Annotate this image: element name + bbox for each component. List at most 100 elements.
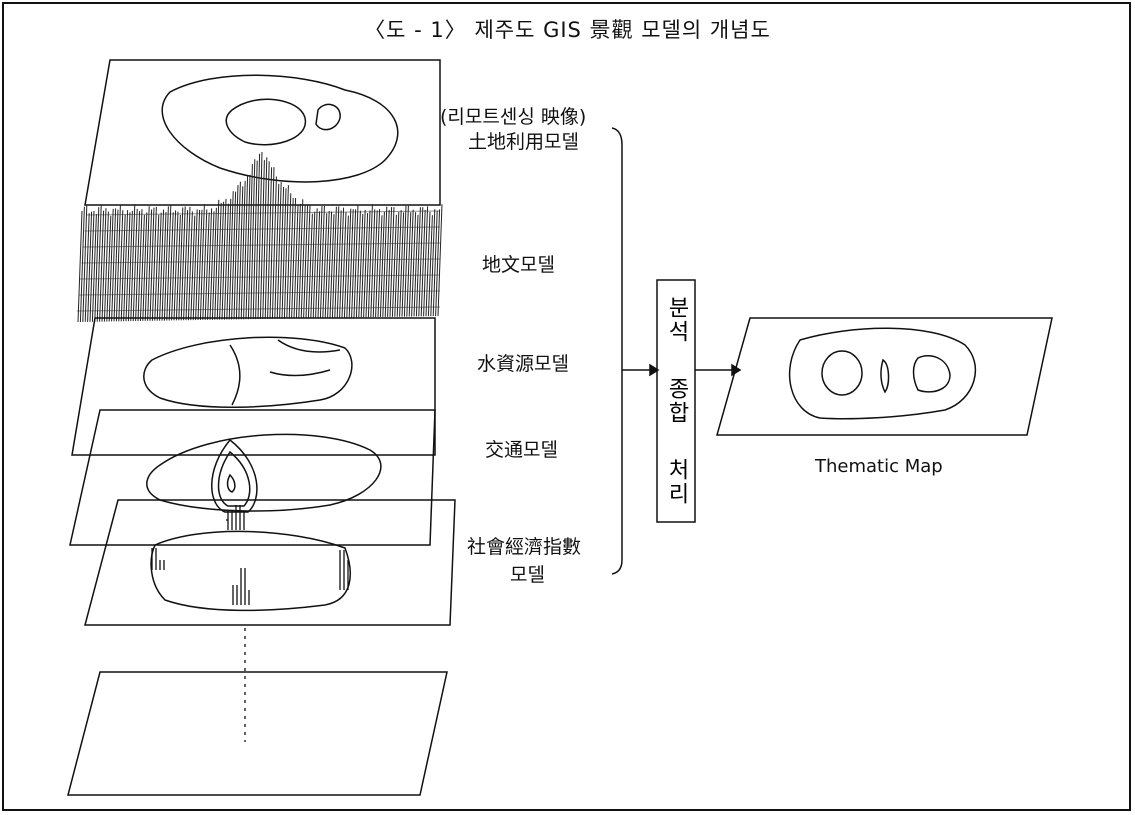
socio-outline bbox=[150, 530, 351, 612]
terrain-mesh-line bbox=[94, 207, 100, 322]
terrain-mesh-line bbox=[106, 215, 112, 322]
label-thematic-map: Thematic Map bbox=[815, 456, 943, 477]
terrain-mesh-line bbox=[108, 208, 114, 322]
terrain-mesh-line bbox=[195, 209, 201, 321]
terrain-mesh-line bbox=[324, 210, 330, 318]
terrain-mesh-line bbox=[135, 211, 141, 322]
terrain-mesh-line bbox=[257, 151, 263, 320]
terrain-mesh-line bbox=[307, 213, 313, 319]
bar-cluster-top bbox=[226, 505, 245, 530]
terrain-mesh-line bbox=[403, 205, 409, 317]
terrain-mesh-line bbox=[137, 209, 143, 322]
water-outline bbox=[143, 336, 353, 409]
terrain-mesh-line bbox=[418, 207, 424, 317]
transport-core bbox=[226, 473, 236, 493]
terrain-mesh-line bbox=[346, 208, 352, 318]
terrain-mesh-line bbox=[192, 209, 198, 321]
terrain-mesh-line bbox=[180, 206, 186, 321]
terrain-contour-line bbox=[76, 306, 441, 312]
terrain-mesh-line bbox=[331, 206, 337, 318]
terrain-mesh-line bbox=[298, 199, 304, 319]
terrain-contour-line bbox=[84, 226, 441, 232]
terrain-mesh-line bbox=[379, 211, 385, 318]
bar-cluster-left bbox=[151, 548, 165, 570]
terrain-mesh-line bbox=[382, 206, 388, 317]
process-box bbox=[656, 279, 696, 523]
terrain-mesh-line bbox=[413, 214, 419, 317]
terrain-mesh-line bbox=[89, 210, 95, 322]
terrain-mesh-line bbox=[293, 205, 299, 319]
terrain-mesh-line bbox=[375, 209, 381, 318]
terrain-mesh-line bbox=[329, 214, 335, 318]
terrain-mesh-line bbox=[159, 209, 165, 321]
thematic-region-mid bbox=[880, 358, 890, 394]
terrain-mesh-line bbox=[425, 211, 431, 317]
terrain-mesh-line bbox=[235, 181, 241, 320]
terrain-layer bbox=[76, 151, 443, 323]
terrain-mesh-line bbox=[288, 198, 294, 319]
terrain-mesh-line bbox=[358, 213, 364, 318]
terrain-mesh-line bbox=[262, 157, 268, 319]
land-use-layer bbox=[84, 59, 441, 206]
empty-layer bbox=[67, 671, 448, 796]
socio-economic-layer bbox=[84, 499, 456, 626]
thematic-region-left bbox=[821, 350, 863, 396]
land-use-outline bbox=[161, 74, 399, 183]
terrain-mesh-line bbox=[207, 208, 213, 320]
terrain-mesh-line bbox=[79, 206, 85, 323]
label-socio-line1: 社會經濟指數 bbox=[467, 536, 582, 558]
terrain-mesh-line bbox=[139, 214, 145, 322]
terrain-mesh-line bbox=[271, 176, 277, 319]
terrain-mesh-line bbox=[156, 212, 162, 321]
terrain-mesh-line bbox=[300, 204, 306, 319]
terrain-mesh-line bbox=[432, 210, 438, 317]
terrain-mesh-line bbox=[315, 211, 321, 319]
terrain-mesh-line bbox=[267, 167, 273, 319]
label-land-use-line1: (리모트센싱 映像) bbox=[440, 106, 587, 128]
terrain-mesh-line bbox=[291, 197, 297, 319]
terrain-mesh-line bbox=[399, 212, 405, 317]
terrain-mesh-line bbox=[295, 203, 301, 319]
process-label: 분석 종합 처리 bbox=[657, 280, 695, 522]
terrain-mesh-line bbox=[171, 210, 177, 321]
terrain-mesh-line bbox=[269, 167, 275, 319]
thematic-outline bbox=[788, 327, 976, 420]
process-word-2: 종합 bbox=[664, 376, 689, 425]
merge-bracket bbox=[611, 127, 623, 575]
terrain-mesh-line bbox=[87, 211, 93, 322]
terrain-mesh-line bbox=[437, 204, 443, 317]
terrain-mesh-line bbox=[317, 206, 323, 319]
terrain-mesh-line bbox=[334, 206, 340, 318]
terrain-mesh-line bbox=[343, 215, 349, 318]
terrain-mesh-line bbox=[211, 207, 217, 320]
terrain-mesh-line bbox=[391, 214, 397, 317]
terrain-contour-line bbox=[85, 210, 441, 216]
terrain-mesh-line bbox=[274, 183, 280, 319]
thematic-map-layer bbox=[716, 317, 1053, 436]
terrain-mesh-line bbox=[91, 214, 97, 322]
transport-layer bbox=[69, 409, 436, 546]
terrain-mesh-line bbox=[154, 214, 160, 321]
terrain-mesh-line bbox=[149, 207, 155, 321]
terrain-contour-line bbox=[78, 290, 441, 296]
terrain-mesh-line bbox=[387, 206, 393, 317]
terrain-mesh-line bbox=[96, 205, 102, 322]
terrain-mesh-line bbox=[214, 199, 220, 320]
terrain-mesh-line bbox=[183, 210, 189, 321]
transport-route-outer bbox=[211, 438, 258, 513]
terrain-mesh-line bbox=[99, 210, 105, 322]
terrain-mesh-line bbox=[406, 212, 412, 317]
terrain-mesh-line bbox=[255, 153, 261, 320]
terrain-mesh-line bbox=[415, 207, 421, 317]
terrain-mesh-line bbox=[123, 210, 129, 322]
terrain-mesh-line bbox=[163, 206, 169, 321]
label-socio-line2: 모델 bbox=[510, 564, 545, 586]
process-word-3: 처리 bbox=[664, 457, 689, 506]
terrain-mesh-line bbox=[240, 180, 246, 320]
water-resources-layer bbox=[71, 317, 436, 456]
terrain-contour-line bbox=[82, 242, 441, 248]
terrain-mesh-line bbox=[243, 175, 249, 320]
terrain-mesh-line bbox=[178, 207, 184, 321]
terrain-mesh-line bbox=[351, 209, 357, 318]
